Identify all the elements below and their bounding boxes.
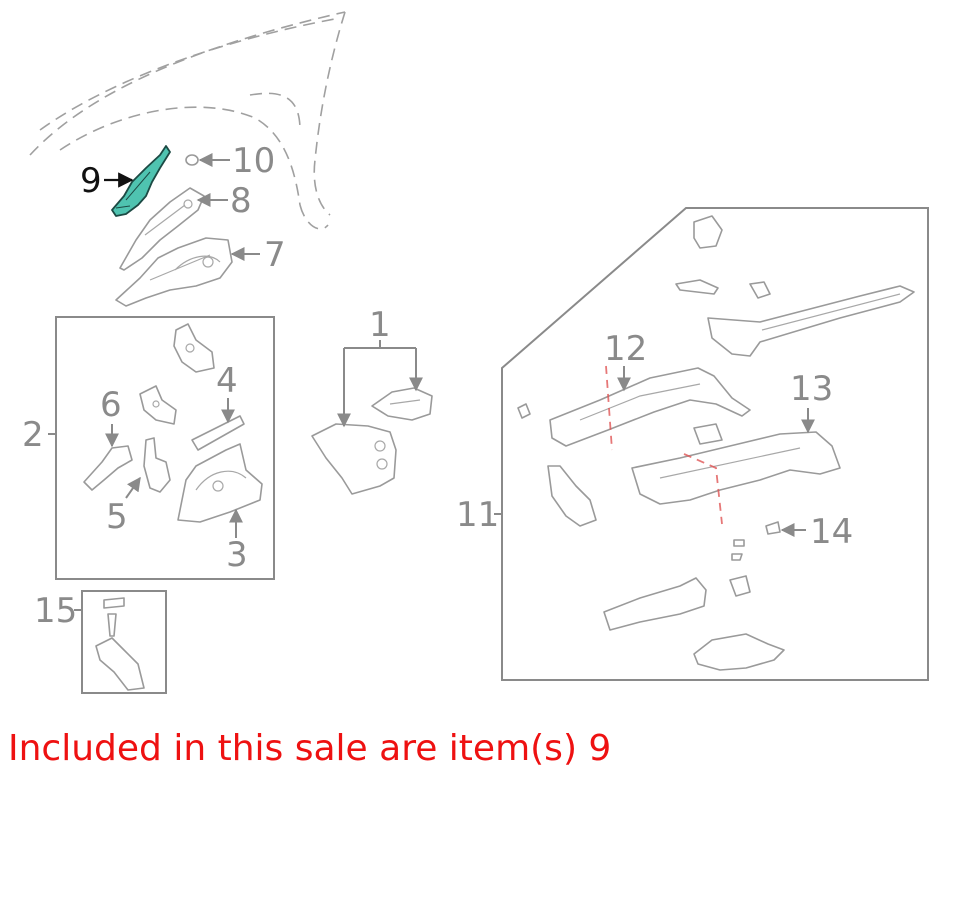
label-6: 6 <box>100 385 122 425</box>
label-11: 11 <box>456 495 499 535</box>
label-2: 2 <box>22 415 44 455</box>
part-6-bracket <box>139 385 177 425</box>
part-13-frame-rail <box>631 431 841 505</box>
part-5-pillar <box>143 437 171 493</box>
part-11-bracket-small <box>693 423 723 445</box>
fender-outline <box>29 11 346 230</box>
label-13: 13 <box>790 369 833 409</box>
part-12-frame-rail <box>549 367 751 447</box>
label-1: 1 <box>369 305 391 345</box>
part-11-cap <box>693 215 723 249</box>
part-11-crossmember <box>603 577 707 631</box>
label-7: 7 <box>264 235 286 275</box>
part-3-wheelhouse <box>177 443 263 523</box>
cut-line-13 <box>683 453 723 525</box>
label-4: 4 <box>216 361 238 401</box>
label-5: 5 <box>106 497 128 537</box>
part-14-clip <box>765 521 781 535</box>
label-15: 15 <box>34 591 77 631</box>
sale-caption: Included in this sale are item(s) 9 <box>8 728 612 769</box>
part-2-upper-bracket <box>173 323 215 373</box>
part-11-clip-a <box>749 281 771 299</box>
leader-lines <box>48 153 815 611</box>
part-11-side-bracket <box>547 465 597 527</box>
part-11-rocker <box>707 285 915 357</box>
part-9-bracket <box>111 145 171 217</box>
part-11-tray <box>693 633 785 671</box>
label-3: 3 <box>226 535 248 575</box>
part-15-parts <box>95 597 145 691</box>
part-6-lower <box>83 445 133 491</box>
label-12: 12 <box>604 329 647 369</box>
label-9: 9 <box>80 161 102 201</box>
part-11-plug <box>517 403 531 419</box>
group-11-frame <box>501 207 929 681</box>
part-1-upper-bracket <box>371 387 433 421</box>
label-8: 8 <box>230 181 252 221</box>
part-1-wheelhouse-panel <box>311 423 397 495</box>
group-15-box <box>81 590 167 694</box>
part-10-clip <box>185 154 199 166</box>
cut-line-12 <box>605 365 613 451</box>
label-14: 14 <box>810 512 853 552</box>
group-2-box <box>55 316 275 580</box>
part-7-apron-panel <box>115 237 233 307</box>
label-10: 10 <box>232 141 275 181</box>
part-11-small-parts <box>729 539 751 597</box>
part-11-strip-a <box>675 279 719 295</box>
part-4-strip <box>191 415 245 451</box>
